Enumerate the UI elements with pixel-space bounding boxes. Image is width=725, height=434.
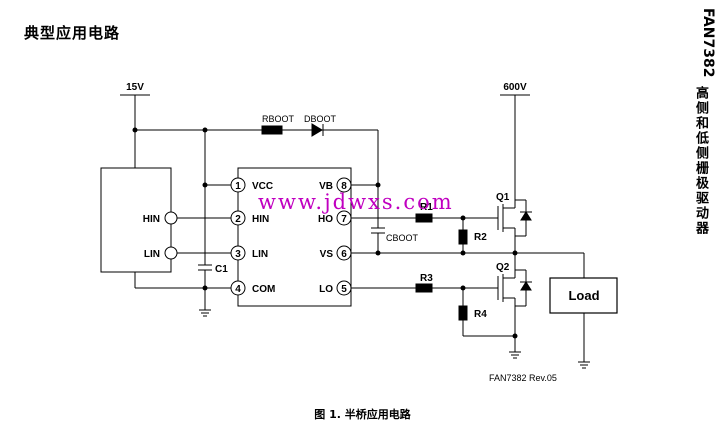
figure-caption: 图 1. 半桥应用电路 [314,408,411,421]
pin-name: LIN [252,249,268,260]
supply-600v-label: 600V [503,82,527,93]
cboot-label: CBOOT [386,233,419,243]
dboot-label: DBOOT [304,114,337,124]
revision-note: FAN7382 Rev.05 [489,373,557,383]
pin-number: 8 [341,181,347,192]
r3-label: R3 [420,273,433,284]
pin-number: 4 [235,284,241,295]
r2-label: R2 [474,232,487,243]
pin-name: LO [319,284,333,295]
watermark-text: www.jdwxs.com [258,190,454,214]
pin-number: 1 [235,181,241,192]
q1-label: Q1 [496,192,510,203]
pin-number: 6 [341,249,347,260]
pin-name: HO [318,214,333,225]
rboot-label: RBOOT [262,114,295,124]
load-label: Load [568,288,599,303]
pin-name: COM [252,284,275,295]
pin-number: 2 [235,214,241,225]
pin-name: VS [320,249,334,260]
r4-label: R4 [474,309,487,320]
pin-name: VB [319,181,333,192]
pin-number: 3 [235,249,241,260]
input-label-lin: LIN [144,249,160,260]
q2-label: Q2 [496,262,510,273]
supply-15v-label: 15V [126,82,144,93]
page-title: 典型应用电路 [24,24,121,42]
side-title: 高侧和低侧栅极驱动器 [693,86,708,236]
c1-label: C1 [215,264,228,275]
pin-name: VCC [252,181,273,192]
pin-number: 5 [341,284,347,295]
r1-label: R1 [420,202,433,213]
pin-number: 7 [341,214,347,225]
input-label-hin: HIN [143,214,160,225]
pin-name: HIN [252,214,269,225]
